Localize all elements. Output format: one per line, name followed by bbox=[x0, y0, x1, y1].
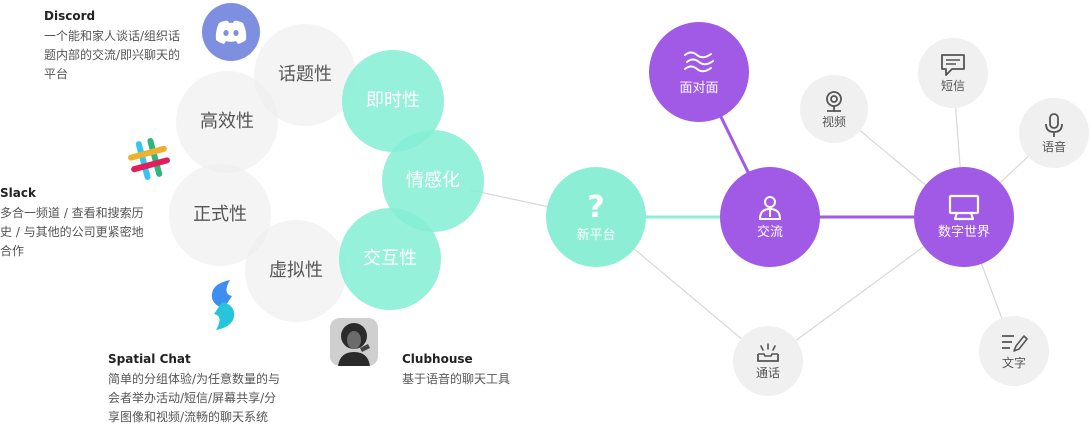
trait-efficiency: 高效性 bbox=[176, 71, 278, 173]
node-face-to-face: 面对面 bbox=[649, 22, 749, 122]
node-label: 视频 bbox=[821, 114, 846, 129]
node-digital-world: 数字世界 bbox=[914, 167, 1014, 267]
node-new-platform: ? 新平台 bbox=[546, 167, 646, 267]
desc-line: 基于语音的聊天工具 bbox=[402, 372, 511, 386]
trait-interactivity: 交互性 bbox=[339, 208, 441, 310]
node-call: 通话 bbox=[733, 326, 803, 396]
desc-line: 简单的分组体验/为任意数量的与 bbox=[108, 372, 281, 386]
trait-label: 高效性 bbox=[200, 111, 254, 133]
clubhouse-logo-icon bbox=[330, 318, 378, 366]
node-voice: 语音 bbox=[1019, 98, 1089, 168]
desc-line: 史 / 与其他的公司更紧密地 bbox=[0, 225, 144, 239]
node-label: 数字世界 bbox=[937, 225, 990, 241]
trait-label: 正式性 bbox=[193, 204, 247, 226]
desc-line: 题内部的交流/即兴聊天的 bbox=[44, 48, 181, 62]
app-name-slack: Slack bbox=[0, 186, 36, 200]
app-desc-discord: 一个能和家人谈话/组织话 题内部的交流/即兴聊天的 平台 bbox=[44, 27, 180, 84]
node-label: 交流 bbox=[756, 225, 783, 241]
monitor-icon bbox=[948, 195, 980, 221]
node-video: 视频 bbox=[800, 75, 868, 143]
trait-label: 交互性 bbox=[363, 248, 417, 270]
pen-write-icon bbox=[1002, 334, 1028, 352]
app-desc-clubhouse: 基于语音的聊天工具 bbox=[402, 370, 510, 389]
webcam-icon bbox=[826, 90, 842, 112]
discord-logo-icon bbox=[202, 3, 260, 61]
node-label: 面对面 bbox=[679, 81, 719, 97]
desc-line: 一个能和家人谈话/组织话 bbox=[44, 29, 181, 43]
node-label: 通话 bbox=[755, 365, 780, 380]
desc-line: 合作 bbox=[0, 244, 25, 258]
node-communication: 交流 bbox=[720, 167, 820, 267]
trait-virtuality: 虚拟性 bbox=[245, 220, 347, 322]
message-icon bbox=[941, 53, 965, 76]
desc-line: 多合一频道 / 查看和搜索历 bbox=[0, 206, 144, 220]
desc-line: 会者举办活动/短信/屏幕共享/分 bbox=[108, 391, 277, 405]
app-desc-slack: 多合一频道 / 查看和搜索历 史 / 与其他的公司更紧密地 合作 bbox=[0, 204, 144, 261]
desc-line: 享图像和视频/流畅的聊天系统 bbox=[108, 410, 269, 424]
trait-label: 即时性 bbox=[366, 90, 420, 112]
person-icon bbox=[758, 196, 782, 221]
trait-label: 情感化 bbox=[406, 170, 460, 192]
app-desc-spatial-chat: 简单的分组体验/为任意数量的与 会者举办活动/短信/屏幕共享/分 享图像和视频/… bbox=[108, 370, 280, 427]
desc-line: 平台 bbox=[44, 67, 69, 81]
node-sms: 短信 bbox=[918, 38, 988, 108]
trait-label: 话题性 bbox=[278, 64, 332, 86]
node-label: 短信 bbox=[940, 78, 965, 93]
trait-topicality: 话题性 bbox=[254, 24, 356, 126]
question-icon: ? bbox=[587, 190, 605, 226]
hands-icon bbox=[684, 51, 714, 73]
app-name-spatial-chat: Spatial Chat bbox=[108, 352, 191, 366]
spatial-chat-logo-icon bbox=[204, 278, 242, 332]
node-text: 文字 bbox=[979, 316, 1049, 386]
node-label: 新平台 bbox=[576, 228, 616, 244]
trait-immediacy: 即时性 bbox=[342, 50, 444, 152]
node-label: 语音 bbox=[1041, 139, 1066, 154]
trait-label: 虚拟性 bbox=[269, 260, 323, 282]
microphone-icon bbox=[1045, 112, 1063, 137]
notification-tray-icon bbox=[757, 342, 779, 362]
node-label: 文字 bbox=[1001, 355, 1026, 370]
app-name-clubhouse: Clubhouse bbox=[402, 352, 473, 366]
app-name-discord: Discord bbox=[44, 9, 96, 23]
slack-logo-icon bbox=[126, 136, 172, 182]
